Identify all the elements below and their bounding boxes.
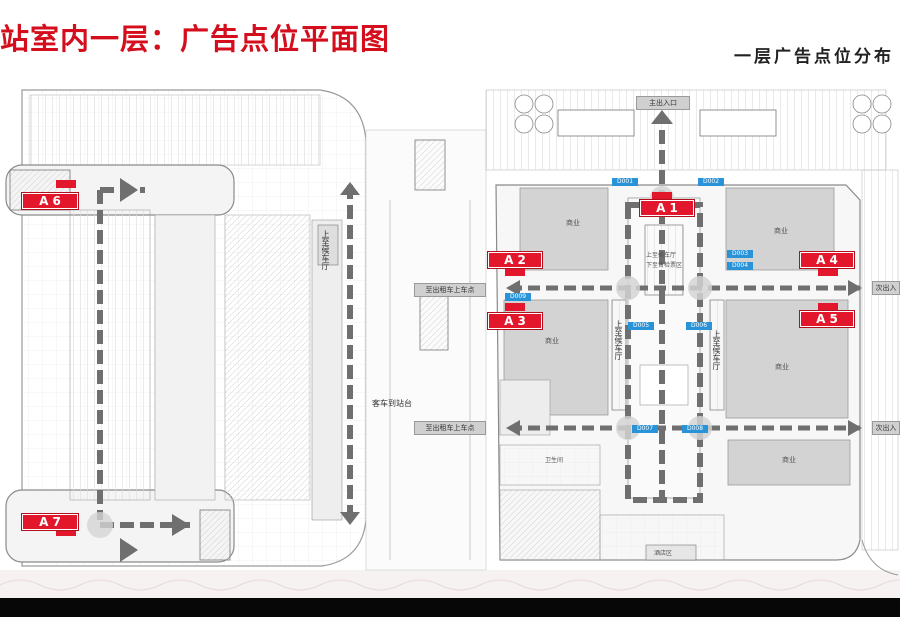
ticket-hall-sub-label: 下至售检票区: [646, 262, 683, 269]
ad-spot-a4[interactable]: A 4: [800, 252, 854, 268]
secondary-exit-sign-top: 次出入: [872, 281, 900, 295]
waiting-hall-left-label: 上至候车厅: [614, 320, 623, 360]
code-tag-d004: D004: [727, 262, 753, 270]
page-subtitle: 一层广告点位分布: [734, 47, 894, 67]
code-tag-d007: D007: [632, 425, 658, 433]
commerce-label-5: 商业: [782, 456, 796, 464]
toilet-label: 卫生间: [545, 457, 564, 464]
ad-spot-a1[interactable]: A 1: [640, 200, 694, 216]
ad-spot-a6[interactable]: A 6: [22, 193, 78, 209]
code-tag-d006: D006: [686, 322, 712, 330]
ad-spot-a5[interactable]: A 5: [800, 311, 854, 327]
commerce-label-2: 商业: [774, 227, 788, 235]
page-title: 站室内一层：广告点位平面图: [0, 22, 391, 56]
bus-platform-label: 客车到站台: [372, 399, 412, 408]
ad-spot-a2[interactable]: A 2: [488, 252, 542, 268]
main-exit-sign: 主出入口: [636, 96, 690, 110]
code-tag-d005: D005: [628, 322, 654, 330]
ad-spot-a7[interactable]: A 7: [22, 514, 78, 530]
commerce-label-1: 商业: [566, 219, 580, 227]
hotel-label: 酒店区: [654, 550, 673, 557]
code-tag-d009: D009: [505, 293, 531, 301]
code-tag-d008: D008: [682, 425, 708, 433]
waiting-hall-right-label: 上至候车厅: [712, 330, 721, 370]
ticket-hall-label: 上至候车厅: [646, 252, 677, 259]
bottom-frame-bar: [0, 598, 900, 617]
code-tag-d003: D003: [727, 250, 753, 258]
taxi-pickup-sign-lower: 至出租车上车点: [414, 421, 486, 435]
code-tag-d001: D001: [612, 178, 638, 186]
ad-spot-a3[interactable]: A 3: [488, 313, 542, 329]
commerce-label-4: 商业: [775, 363, 789, 371]
taxi-pickup-sign-upper: 至出租车上车点: [414, 283, 486, 297]
floor-plan: [0, 89, 900, 598]
commerce-label-3: 商业: [545, 337, 559, 345]
secondary-exit-sign-bottom: 次出入: [872, 421, 900, 435]
left-stair-label: 上至候车厅: [321, 230, 330, 270]
code-tag-d002: D002: [698, 178, 724, 186]
